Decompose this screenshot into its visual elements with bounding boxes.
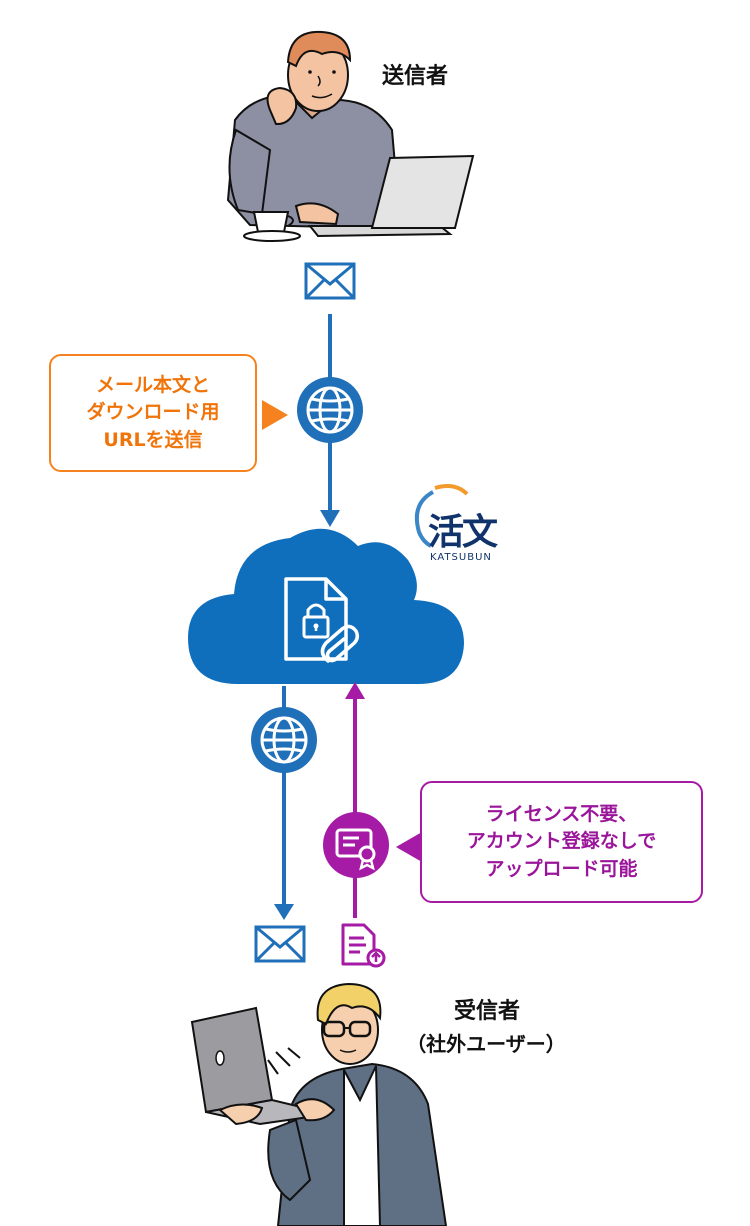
receiver-sublabel: （社外ユーザー） — [406, 1032, 566, 1056]
receiver-label: 受信者 — [453, 999, 520, 1024]
upload-callout-line-3: アップロード可能 — [485, 857, 638, 880]
upload-callout: ライセンス不要、 アカウント登録なしで アップロード可能 — [420, 781, 703, 903]
katsubun-logo-text: KATSUBUN — [430, 552, 492, 563]
send-callout-pointer — [262, 400, 288, 430]
send-callout-line-3: URLを送信 — [103, 428, 203, 451]
paperclip-icon — [320, 624, 360, 663]
mail-icon — [254, 925, 306, 963]
mail-icon — [304, 262, 356, 300]
katsubun-logo-mark: 活文 — [428, 511, 498, 553]
certificate-icon — [323, 812, 389, 878]
upload-callout-line-2: アカウント登録なしで — [466, 830, 657, 853]
sender-label: 送信者 — [381, 64, 448, 89]
katsubun-logo — [414, 484, 469, 548]
upload-callout-pointer — [396, 832, 422, 862]
globe-icon — [251, 707, 317, 773]
send-callout: メール本文と ダウンロード用 URLを送信 — [49, 354, 257, 472]
globe-icon — [297, 377, 363, 443]
send-callout-line-2: ダウンロード用 — [86, 401, 220, 424]
document-upload-icon — [341, 923, 386, 968]
upload-callout-line-1: ライセンス不要、 — [485, 802, 638, 825]
cloud-icon — [188, 528, 464, 684]
send-callout-line-1: メール本文と — [95, 373, 210, 396]
locked-document-icon — [284, 577, 348, 661]
